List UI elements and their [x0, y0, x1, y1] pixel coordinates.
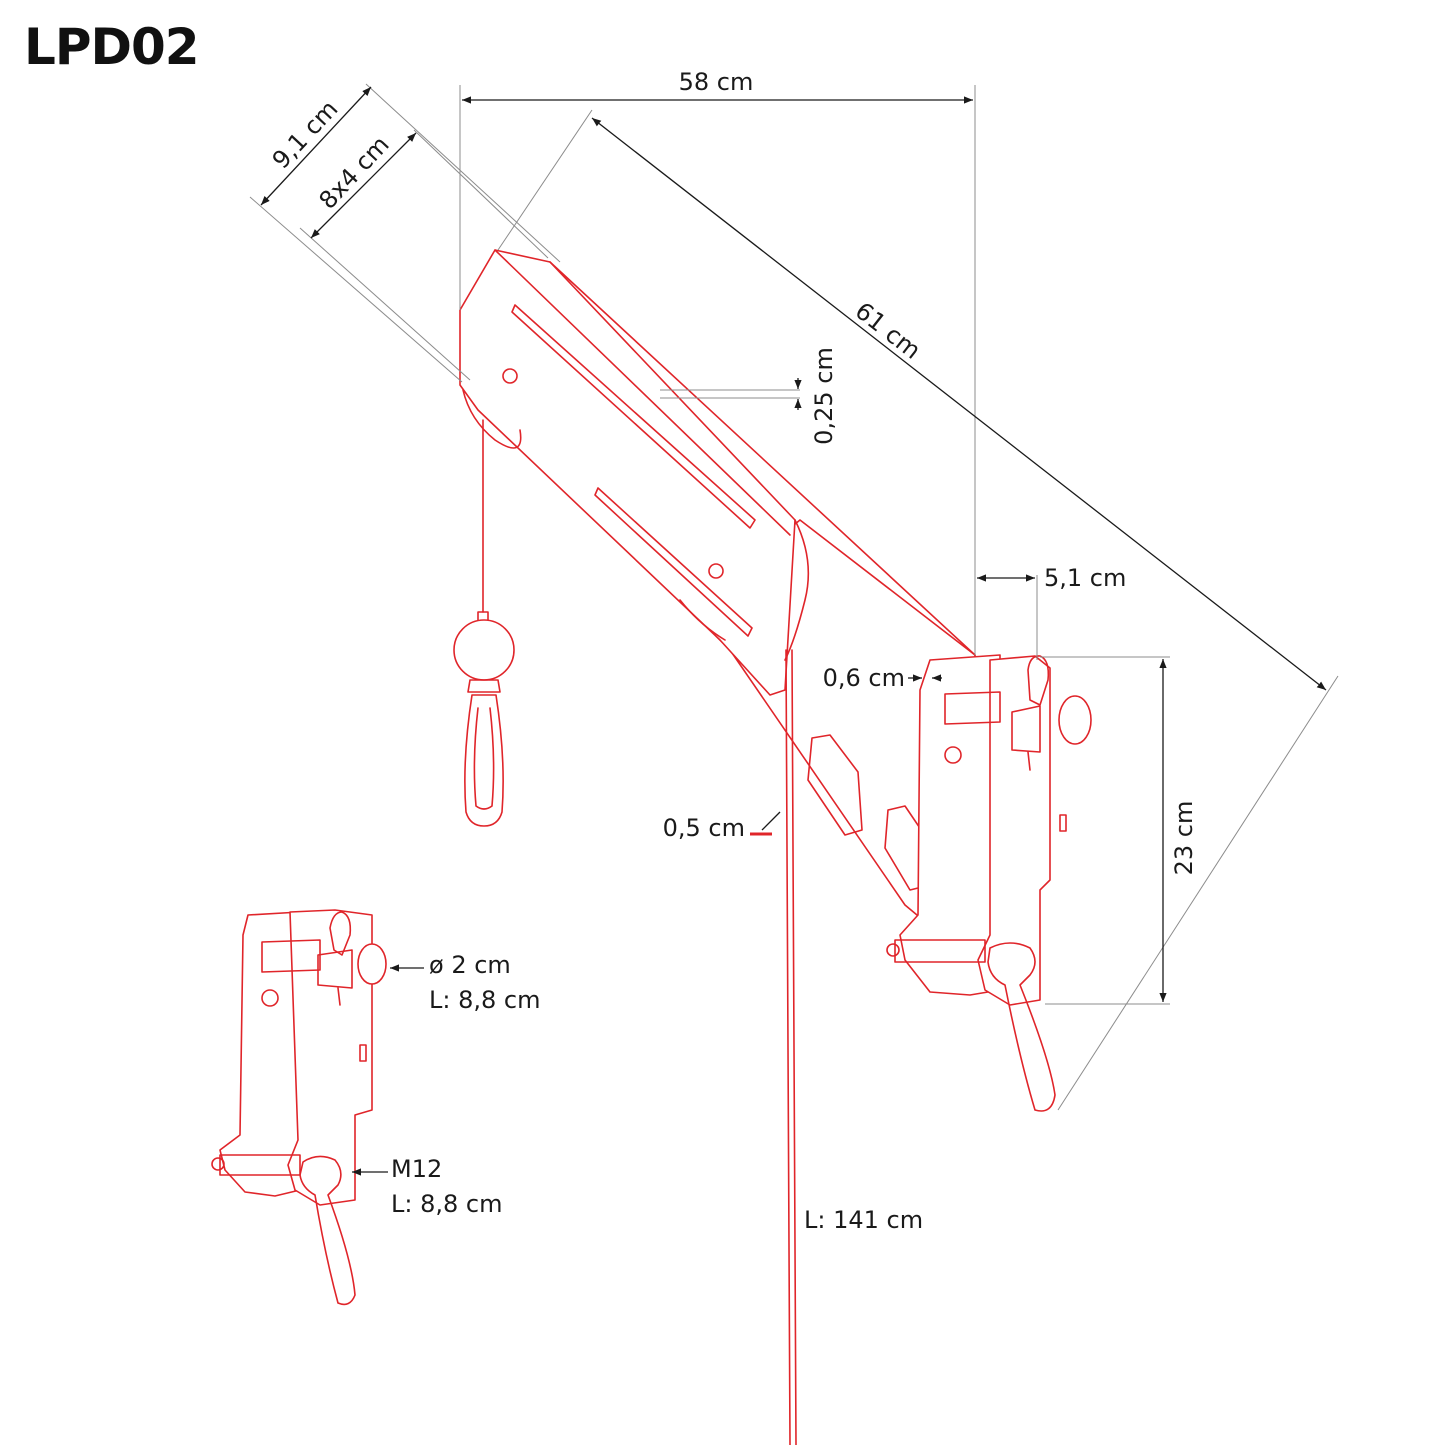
bracket-bolt — [944, 691, 1001, 725]
detail-lever — [299, 1155, 356, 1306]
label-profile-inner: 8x4 cm — [314, 130, 395, 214]
main-cable — [791, 649, 797, 1445]
label-cable-length: L: 141 cm — [804, 1206, 923, 1234]
wall-bracket — [886, 654, 1092, 1112]
detail-bolt-end — [211, 1157, 225, 1171]
swivel — [467, 679, 501, 693]
extension-line — [365, 83, 561, 263]
bolt-end — [886, 943, 900, 957]
label-bracket-height: 23 cm — [1170, 801, 1198, 876]
bracket-hole — [944, 746, 962, 764]
label-wall-thickness: 0,25 cm — [810, 347, 838, 445]
detail-bracket — [211, 909, 387, 1306]
extension-line — [249, 196, 463, 383]
label-profile-outer: 9,1 cm — [267, 95, 344, 174]
detail-back-plate — [219, 911, 301, 1197]
extension-line — [497, 109, 593, 251]
label-knob-length: L: 8,8 cm — [429, 986, 540, 1014]
clamp-lever — [987, 942, 1056, 1112]
label-width-top: 58 cm — [679, 68, 754, 96]
label-lever-thread: M12 — [391, 1155, 442, 1183]
detail-thumb-screw — [329, 911, 352, 956]
detail-bolt — [261, 939, 321, 973]
label-lever-length: L: 8,8 cm — [391, 1190, 502, 1218]
snap-hook — [464, 694, 504, 827]
detail-screw-tip — [337, 987, 341, 1006]
stopper-ball — [453, 619, 515, 681]
clamp-knob — [1058, 695, 1092, 745]
label-bracket-offset: 5,1 cm — [1044, 564, 1126, 592]
lower-bolt — [894, 939, 986, 963]
dim-line-8x4 — [310, 132, 417, 239]
extension-line — [1057, 675, 1339, 1111]
main-cable — [785, 649, 791, 1445]
pulley-left — [462, 389, 522, 449]
bracket-slot — [1059, 814, 1067, 832]
label-knob-diameter: ø 2 cm — [429, 951, 511, 979]
profile-hole — [502, 368, 518, 384]
arm-assembly — [453, 249, 976, 1445]
detail-hole — [261, 989, 279, 1007]
detail-knob-body — [317, 949, 353, 989]
label-arm-length: 61 cm — [850, 297, 926, 365]
arm-cutout — [807, 734, 863, 836]
extension-line — [299, 227, 471, 381]
upper-arm-profile — [459, 249, 796, 696]
detail-knob — [357, 943, 387, 985]
screw-tip — [1027, 751, 1031, 771]
extension-line — [413, 129, 549, 259]
leader-0-5 — [761, 811, 781, 831]
dim-line-61 — [591, 117, 1327, 691]
label-plate-thickness: 0,6 cm — [823, 664, 905, 692]
detail-front-plate — [287, 909, 373, 1206]
label-cable-diameter: 0,5 cm — [663, 814, 745, 842]
detail-slot — [359, 1044, 367, 1062]
knob-body — [1011, 705, 1041, 753]
page-title: LPD02 — [24, 18, 200, 76]
snap-hook-gate — [473, 707, 495, 810]
